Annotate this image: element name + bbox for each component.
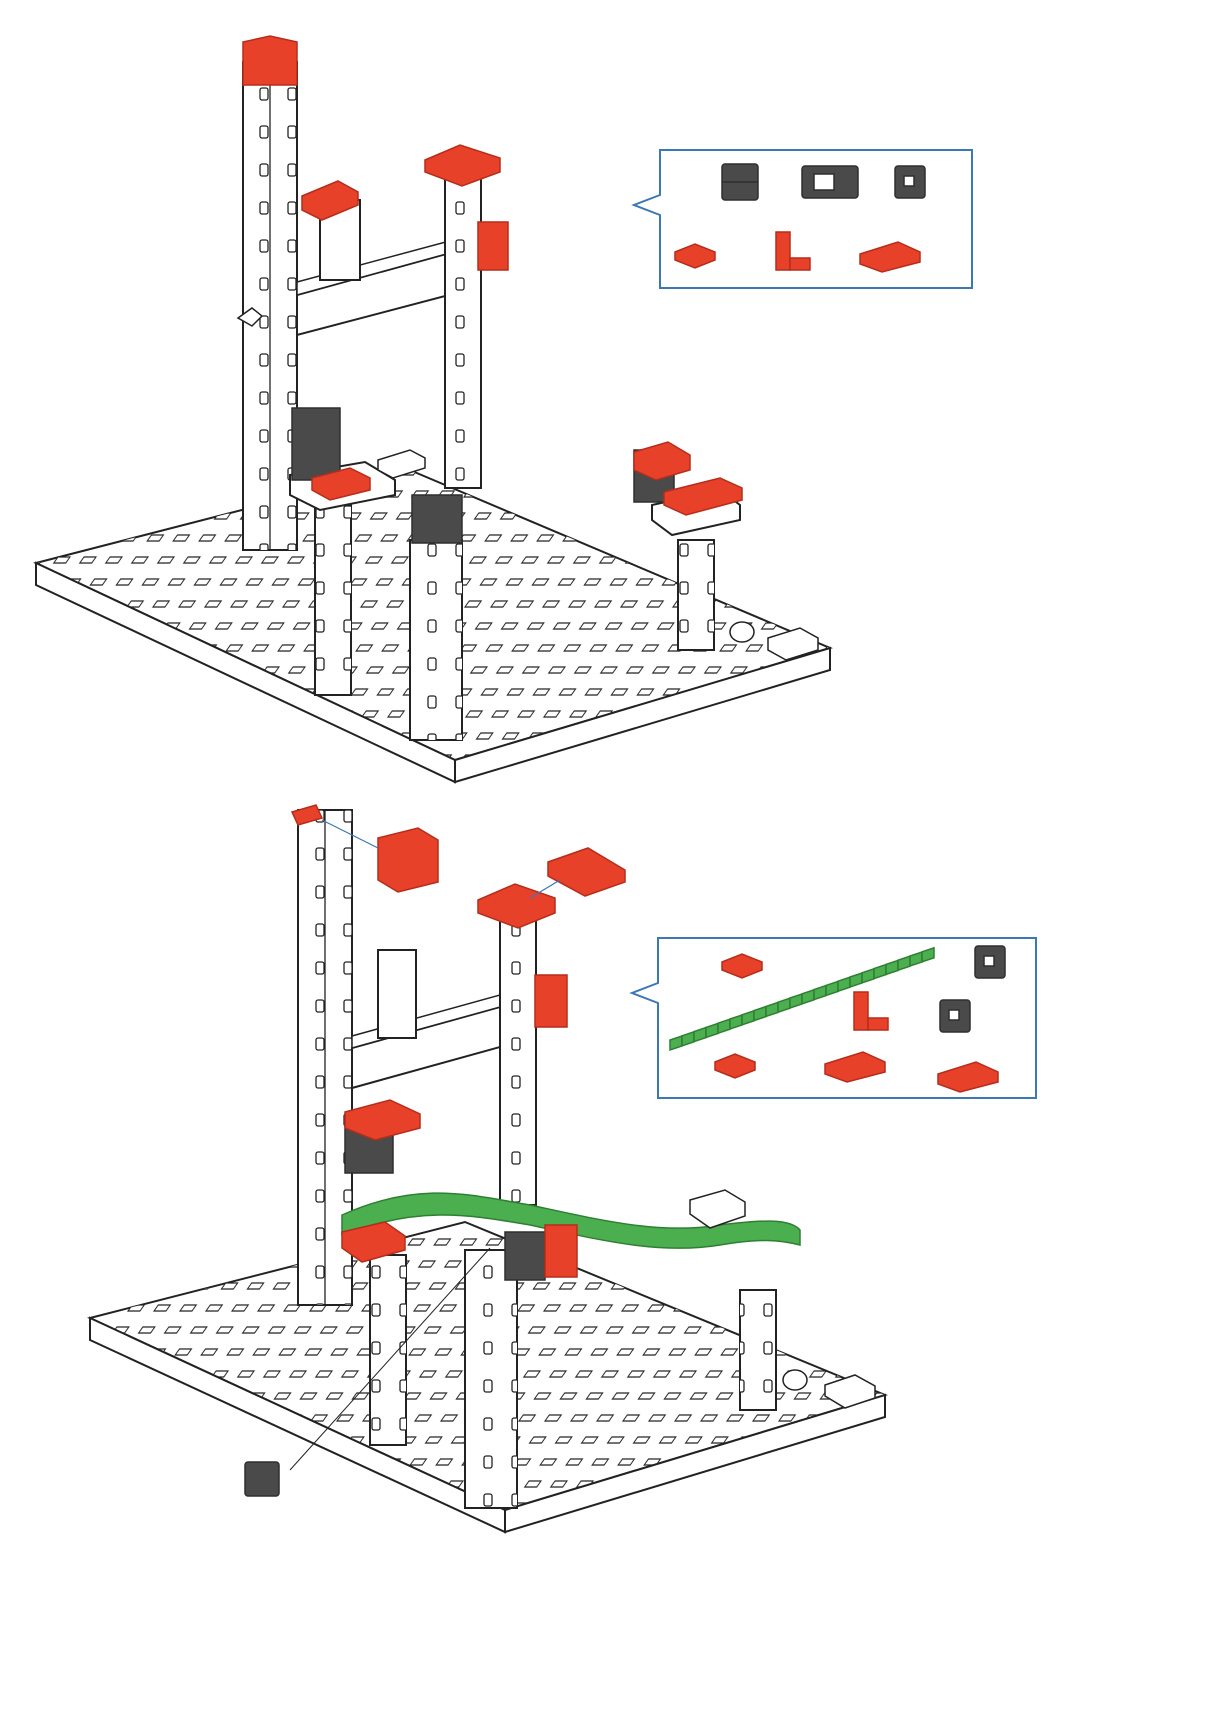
step-2-assembly — [90, 805, 885, 1532]
gray-cube-part — [975, 946, 1005, 978]
red-side-block — [478, 222, 508, 270]
red-cap-tall — [243, 36, 297, 85]
exploded-red-plate-2 — [530, 848, 625, 898]
front-post — [410, 495, 462, 740]
gray-frame-part — [802, 166, 858, 198]
gray-cube-part — [895, 166, 925, 198]
step-2-parts-callout — [632, 938, 1036, 1098]
gray-cube-part — [940, 1000, 970, 1032]
left-bracket — [302, 181, 360, 280]
cross-beam-2 — [352, 990, 518, 1088]
step-1-parts-callout — [634, 150, 972, 288]
tall-post — [243, 62, 297, 550]
step-1-assembly — [36, 36, 830, 782]
gray-block-part — [722, 164, 758, 200]
middle-post — [445, 168, 481, 488]
red-cap-middle — [425, 145, 500, 186]
